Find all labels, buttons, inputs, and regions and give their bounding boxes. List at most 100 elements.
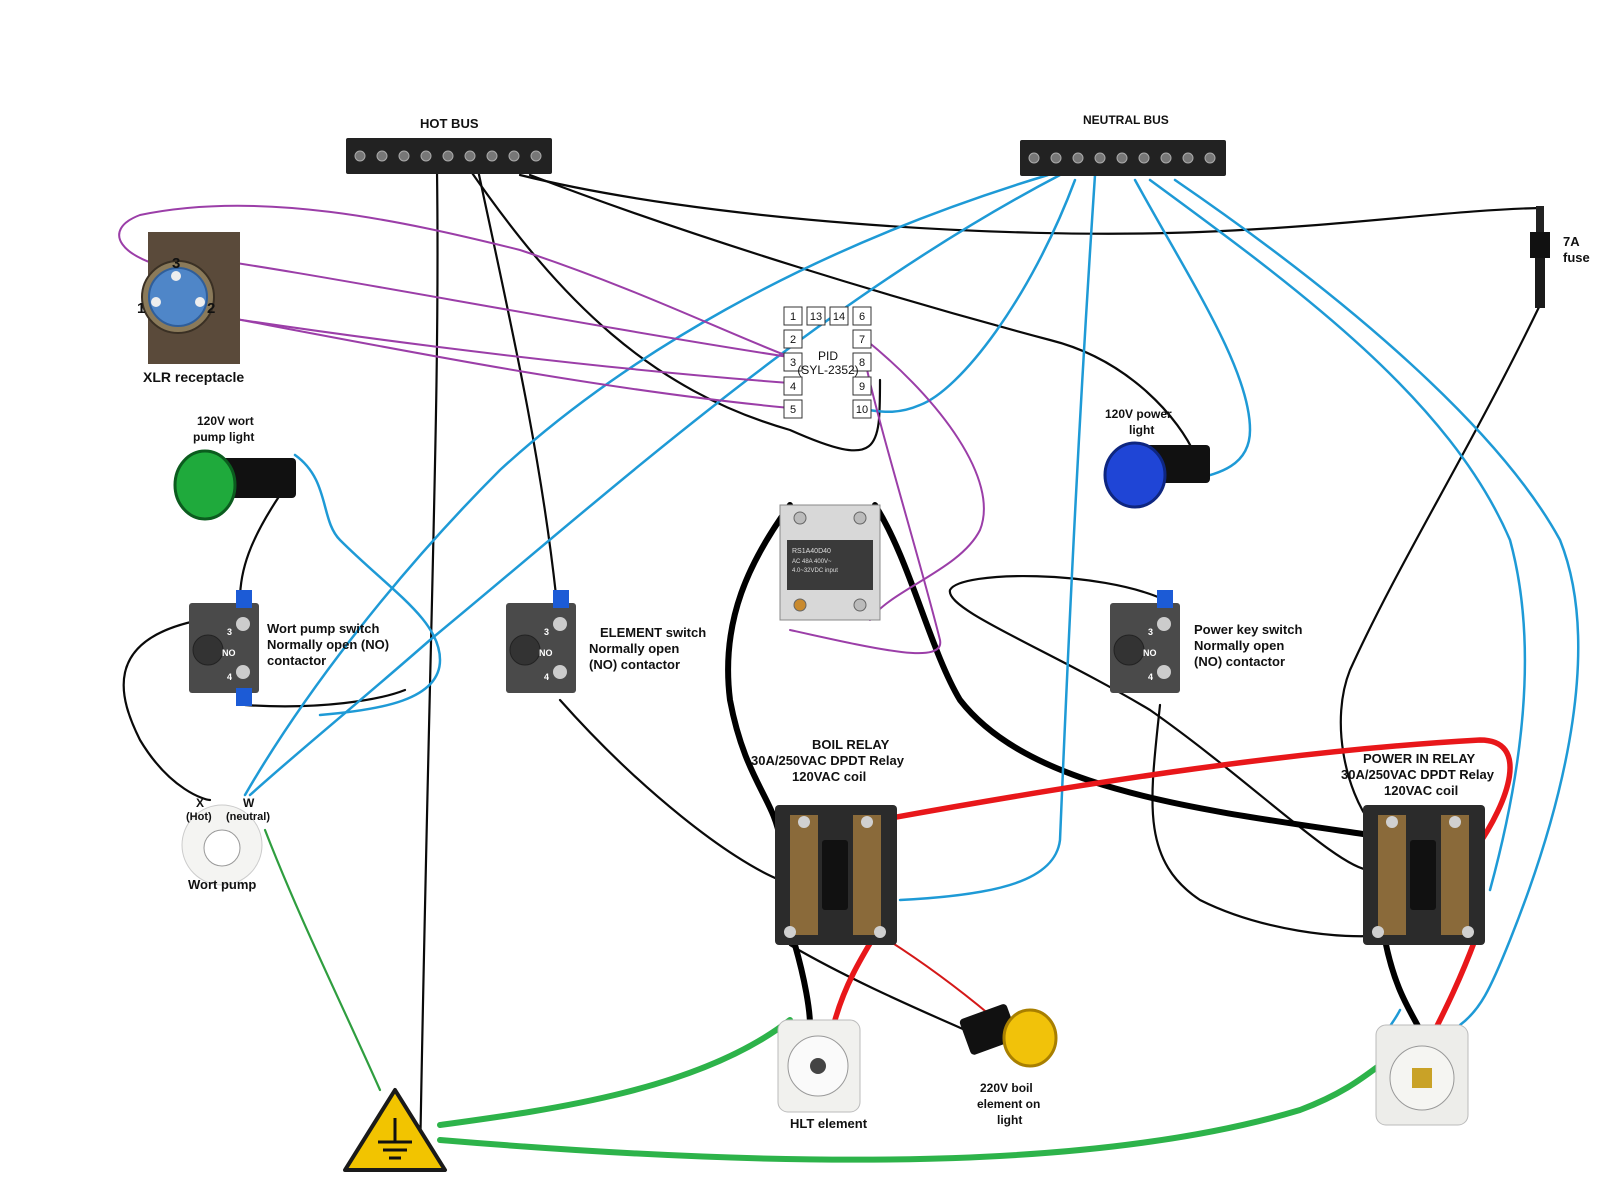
svg-text:14: 14 xyxy=(833,311,845,323)
xlr-pin-1 xyxy=(151,297,161,307)
fuse-body xyxy=(1535,258,1545,308)
hot-wire-pump-switch-to-receptacle xyxy=(122,618,212,802)
xlr-label: XLR receptacle xyxy=(143,369,244,385)
hot-bus-label: HOT BUS xyxy=(420,116,479,131)
neutral-wire-bus-to-pump xyxy=(243,173,1050,797)
power-light-label-2: light xyxy=(1129,423,1154,437)
pid-label-2: (SYL-2352) xyxy=(797,363,858,377)
switch-screw xyxy=(1157,665,1171,679)
relay-contact xyxy=(1441,815,1469,935)
wort-switch-label-2: Normally open (NO) xyxy=(267,637,389,652)
wires xyxy=(118,168,1580,1163)
xlr-pin-2-label: 2 xyxy=(207,300,215,317)
pump-pin-w: W xyxy=(243,796,255,810)
svg-text:4: 4 xyxy=(544,672,549,682)
boil-light-label-1: 220V boil xyxy=(980,1081,1033,1095)
boil-light-label-2: element on xyxy=(977,1097,1040,1111)
fuse: 7A fuse xyxy=(1530,206,1590,308)
svg-text:1: 1 xyxy=(790,311,796,323)
svg-text:3: 3 xyxy=(790,357,796,369)
hot-wire-relay-to-boil-light xyxy=(788,943,967,1032)
wort-switch-label-1: Wort pump switch xyxy=(267,621,379,636)
element-switch-label-1: ELEMENT switch xyxy=(600,625,706,640)
pump-pin-x-desc: (Hot) xyxy=(186,811,212,823)
fuse-cap-top xyxy=(1536,206,1544,232)
solid-state-relay: RS1A40D40 AC 48A 400V~ 4.0~32VDC input xyxy=(779,504,881,621)
neutral-wire-pump-light xyxy=(293,453,442,717)
hlt-receptacle-center xyxy=(810,1058,826,1074)
power-switch-label-1: Power key switch xyxy=(1194,622,1302,637)
power-inlet xyxy=(1375,1024,1469,1126)
neutral-bus: NEUTRAL BUS xyxy=(1020,113,1226,176)
svg-text:3: 3 xyxy=(544,627,549,637)
ssr-text-3: 4.0~32VDC input xyxy=(792,568,838,574)
power-light: 120V power light xyxy=(1103,407,1210,509)
hot-wire-element-switch-to-boil-relay xyxy=(558,698,782,882)
hot-wire-bus-to-pid xyxy=(468,168,882,452)
relay-contact xyxy=(790,815,818,935)
switch-actuator xyxy=(192,634,224,666)
neutral-wire-bus-to-relay-coil xyxy=(1148,178,1527,892)
svg-text:8: 8 xyxy=(859,357,865,369)
relay-coil xyxy=(1410,840,1436,910)
element-switch-label-3: (NO) contactor xyxy=(589,657,680,672)
switch-screw xyxy=(236,617,250,631)
signal-wire-xlr-2 xyxy=(214,314,791,409)
relay-screw xyxy=(874,926,886,938)
xlr-pin-3 xyxy=(171,271,181,281)
boil-relay-label-3: 120VAC coil xyxy=(792,769,866,784)
signal-wire-pid-to-ssr-1 xyxy=(865,339,985,621)
relay-screw xyxy=(798,816,810,828)
ground-wire-to-hlt xyxy=(437,1017,793,1128)
boil-relay-label-2: 30A/250VAC DPDT Relay xyxy=(751,753,905,768)
switch-terminal-cap xyxy=(1157,590,1173,608)
svg-text:NO: NO xyxy=(222,648,236,658)
pump-pin-x: X xyxy=(196,796,204,810)
hot-wire-pump-switch-loop xyxy=(238,493,282,602)
fuse-label-1: 7A xyxy=(1563,234,1580,249)
svg-text:NO: NO xyxy=(1143,648,1157,658)
hot-wire-ssr-to-power-relay xyxy=(872,502,1373,838)
xlr-face xyxy=(148,267,208,327)
svg-text:9: 9 xyxy=(859,381,865,393)
relay-screw xyxy=(861,816,873,828)
inlet-blades xyxy=(1412,1068,1432,1088)
boil-relay-label-1: BOIL RELAY xyxy=(812,737,890,752)
hot-wire-fuse-to-power-relay xyxy=(1339,303,1542,827)
switch-actuator xyxy=(509,634,541,666)
pid-terminal-numbers: 1 13 14 6 2 7 3 8 4 9 5 10 xyxy=(790,311,868,416)
signal-wire-xlr-loop xyxy=(179,254,796,359)
relay-screw xyxy=(1386,816,1398,828)
hlt-label: HLT element xyxy=(790,1116,868,1131)
hot-wire-power-relay-to-inlet xyxy=(1382,937,1423,1033)
relay-coil xyxy=(822,840,848,910)
xlr-pin-2 xyxy=(195,297,205,307)
hot-wire-bus-to-fuse xyxy=(518,173,1542,235)
switch-terminal-cap xyxy=(236,688,252,706)
hot-wire-power-switch-loop xyxy=(948,574,1372,872)
ground-warning-icon xyxy=(343,1088,447,1172)
boil-relay: BOIL RELAY 30A/250VAC DPDT Relay 120VAC … xyxy=(751,737,905,945)
svg-text:6: 6 xyxy=(859,311,865,323)
switch-terminal-cap xyxy=(553,590,569,608)
neutral-bus-screws xyxy=(1028,152,1216,164)
ssr-screw xyxy=(793,511,807,525)
svg-text:3: 3 xyxy=(1148,627,1153,637)
neutral-wire-bus-to-power-light xyxy=(1133,178,1252,482)
hot-bus-screws xyxy=(354,150,542,162)
power-relay-label-1: POWER IN RELAY xyxy=(1363,751,1476,766)
boil-light-lens xyxy=(1002,1008,1058,1068)
relay-screw xyxy=(1372,926,1384,938)
xlr-receptacle: 3 1 2 XLR receptacle xyxy=(137,232,244,385)
hot-wire-pump-switch-bottom xyxy=(243,688,407,708)
ssr-screw xyxy=(793,598,807,612)
svg-text:4: 4 xyxy=(1148,672,1153,682)
neutral-wire-bus-to-pid xyxy=(860,178,1077,414)
power-wire-boil-relay-to-hlt xyxy=(832,932,878,1023)
pump-light-label-1: 120V wort xyxy=(197,414,254,428)
ssr-text-2: AC 48A 400V~ xyxy=(792,559,832,565)
switch-screw xyxy=(236,665,250,679)
svg-text:3: 3 xyxy=(227,627,232,637)
hot-wire-bus-to-pump xyxy=(418,168,439,1162)
